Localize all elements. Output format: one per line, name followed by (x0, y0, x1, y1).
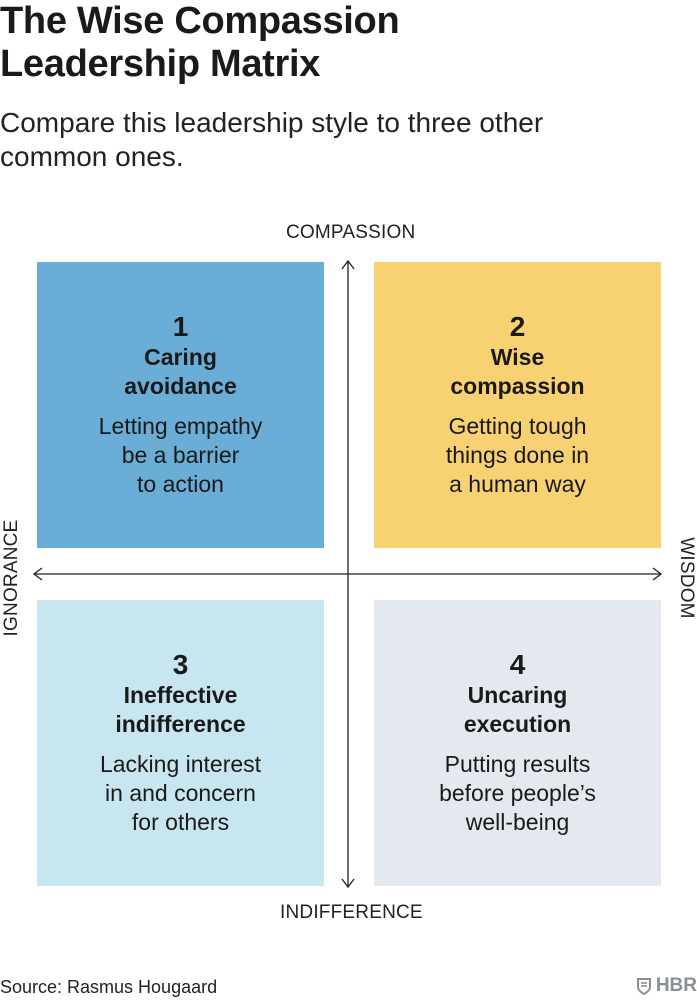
quadrant-title-line: Wise (490, 344, 545, 370)
quadrant-ineffective-indifference: 3 Ineffective indifference Lacking inter… (37, 600, 324, 886)
hbr-logo: HBR (636, 975, 697, 997)
quadrant-description-line: Lacking interest (99, 751, 262, 777)
quadrant-title-line: indifference (115, 711, 246, 737)
quadrant-description: Letting empathy be a barrier to action (37, 412, 324, 499)
quadrant-title-line: compassion (450, 373, 585, 399)
arrowhead-left-icon (32, 567, 43, 581)
quadrant-description: Putting results before people’s well-bei… (374, 750, 661, 837)
quadrant-number: 1 (172, 311, 189, 342)
hbr-shield-icon (636, 977, 651, 995)
quadrant-title: Ineffective indifference (37, 681, 324, 739)
arrowhead-down-icon (341, 878, 355, 889)
quadrant-uncaring-execution: 4 Uncaring execution Putting results bef… (374, 600, 661, 886)
quadrant-description-line: a human way (449, 471, 586, 497)
quadrant-description-line: to action (137, 471, 224, 497)
quadrant-title-line: avoidance (124, 373, 237, 399)
quadrant-description-line: in and concern (105, 780, 256, 806)
quadrant-title-line: Caring (144, 344, 217, 370)
hbr-logo-text: HBR (655, 975, 697, 996)
quadrant-description: Getting tough things done in a human way (374, 412, 661, 499)
subtitle-line-1: Compare this leadership style to three o… (0, 107, 544, 138)
page-subtitle: Compare this leadership style to three o… (0, 106, 660, 174)
quadrant-description-line: well-being (465, 809, 570, 835)
title-line-2: Leadership Matrix (0, 43, 321, 85)
quadrant-number: 4 (509, 649, 526, 680)
quadrant-title: Caring avoidance (37, 343, 324, 401)
quadrant-description: Lacking interest in and concern for othe… (37, 750, 324, 837)
quadrant-number: 3 (172, 649, 189, 680)
page-title: The Wise Compassion Leadership Matrix (0, 0, 680, 86)
quadrant-description-line: Getting tough (448, 413, 587, 439)
axis-label-compassion: COMPASSION (286, 222, 416, 243)
subtitle-line-2: common ones. (0, 141, 184, 172)
source-note: Source: Rasmus Hougaard (0, 977, 218, 997)
quadrant-description-line: before people’s (439, 780, 596, 806)
title-line-1: The Wise Compassion (0, 0, 400, 42)
quadrant-description-line: be a barrier (121, 442, 240, 468)
quadrant-title-line: execution (463, 711, 572, 737)
quadrant-wise-compassion: 2 Wise compassion Getting tough things d… (374, 262, 661, 548)
quadrant-description-line: Letting empathy (98, 413, 263, 439)
quadrant-number: 2 (509, 311, 526, 342)
quadrant-title-line: Uncaring (467, 682, 568, 708)
arrowhead-right-icon (652, 567, 663, 581)
quadrant-title: Uncaring execution (374, 681, 661, 739)
axis-label-indifference: INDIFFERENCE (280, 902, 423, 923)
quadrant-title: Wise compassion (374, 343, 661, 401)
quadrant-description-line: things done in (445, 442, 590, 468)
arrowhead-up-icon (341, 259, 355, 270)
quadrant-description-line: for others (131, 809, 230, 835)
quadrant-caring-avoidance: 1 Caring avoidance Letting empathy be a … (37, 262, 324, 548)
quadrant-description-line: Putting results (444, 751, 591, 777)
quadrant-title-line: Ineffective (123, 682, 238, 708)
